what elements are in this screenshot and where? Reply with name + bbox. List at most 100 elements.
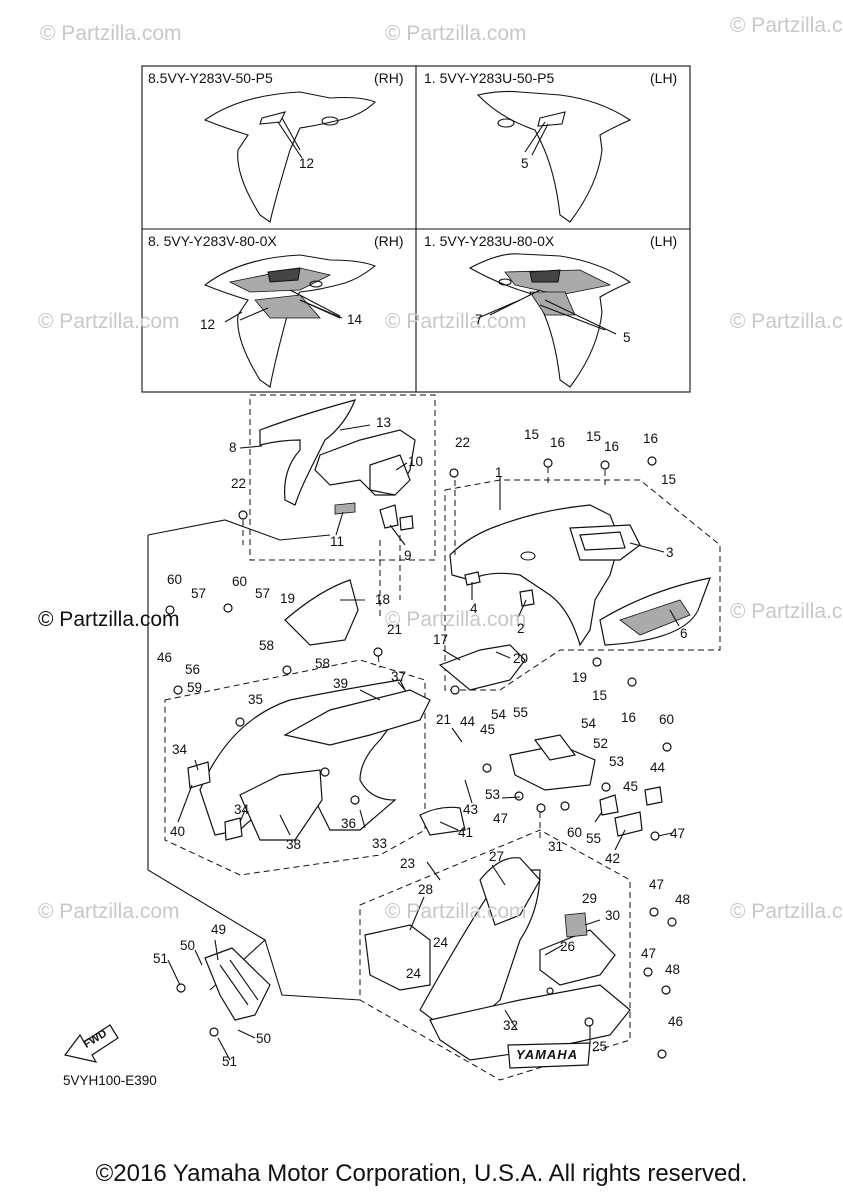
callout-58[interactable]: 58 bbox=[259, 638, 275, 653]
callout-50[interactable]: 50 bbox=[180, 938, 196, 953]
callout-40[interactable]: 40 bbox=[170, 824, 186, 839]
callout-53[interactable]: 53 bbox=[485, 787, 501, 802]
callout-15[interactable]: 15 bbox=[586, 429, 602, 444]
callout-5[interactable]: 5 bbox=[521, 156, 529, 171]
callout-45[interactable]: 45 bbox=[623, 779, 639, 794]
callout-12[interactable]: 12 bbox=[299, 156, 315, 171]
callout-41[interactable]: 41 bbox=[458, 825, 474, 840]
callout-48[interactable]: 48 bbox=[665, 962, 681, 977]
callout-39[interactable]: 39 bbox=[333, 676, 349, 691]
upper-fairing-lh bbox=[449, 504, 641, 647]
brackets-upper bbox=[284, 579, 526, 691]
callout-54[interactable]: 54 bbox=[581, 716, 597, 731]
callout-28[interactable]: 28 bbox=[418, 882, 434, 897]
callout-27[interactable]: 27 bbox=[489, 849, 505, 864]
callout-33[interactable]: 33 bbox=[372, 836, 388, 851]
callout-1[interactable]: 1 bbox=[495, 465, 503, 480]
callout-60[interactable]: 60 bbox=[167, 572, 183, 587]
callout-7[interactable]: 7 bbox=[475, 312, 483, 327]
callout-34[interactable]: 34 bbox=[234, 802, 250, 817]
callout-43[interactable]: 43 bbox=[463, 802, 479, 817]
callout-42[interactable]: 42 bbox=[605, 851, 621, 866]
callout-55[interactable]: 55 bbox=[586, 831, 602, 846]
diagram-code: 5VYH100-E390 bbox=[63, 1073, 157, 1088]
callout-32[interactable]: 32 bbox=[503, 1018, 519, 1033]
callout-47[interactable]: 47 bbox=[670, 826, 686, 841]
callout-14[interactable]: 14 bbox=[347, 312, 363, 327]
inset-code-lh-2: 1. 5VY-Y283U-80-0X bbox=[424, 233, 555, 249]
callout-45[interactable]: 45 bbox=[480, 722, 496, 737]
callout-22[interactable]: 22 bbox=[455, 435, 471, 450]
callout-9[interactable]: 9 bbox=[404, 548, 412, 563]
callout-49[interactable]: 49 bbox=[211, 922, 227, 937]
callout-4[interactable]: 4 bbox=[470, 601, 478, 616]
callout-19[interactable]: 19 bbox=[572, 670, 588, 685]
callout-30[interactable]: 30 bbox=[605, 908, 621, 923]
callout-47[interactable]: 47 bbox=[641, 946, 657, 961]
callout-53[interactable]: 53 bbox=[609, 754, 625, 769]
callout-60[interactable]: 60 bbox=[567, 825, 583, 840]
callout-51[interactable]: 51 bbox=[153, 951, 169, 966]
callout-46[interactable]: 46 bbox=[157, 650, 173, 665]
watermark-top-right: © Partzilla.com bbox=[730, 14, 843, 37]
callout-16[interactable]: 16 bbox=[550, 435, 566, 450]
callout-31[interactable]: 31 bbox=[548, 839, 564, 854]
callout-16[interactable]: 16 bbox=[621, 710, 637, 725]
callout-15[interactable]: 15 bbox=[592, 688, 608, 703]
callout-15[interactable]: 15 bbox=[661, 472, 677, 487]
callout-16[interactable]: 16 bbox=[604, 439, 620, 454]
callout-21[interactable]: 21 bbox=[387, 622, 403, 637]
callout-29[interactable]: 29 bbox=[582, 891, 598, 906]
inset-code-lh-1: 1. 5VY-Y283U-50-P5 bbox=[424, 70, 555, 86]
callout-37[interactable]: 37 bbox=[391, 669, 407, 684]
callout-12[interactable]: 12 bbox=[200, 317, 216, 332]
inset-fairing-lh-1 bbox=[476, 90, 632, 223]
callout-16[interactable]: 16 bbox=[643, 431, 659, 446]
callout-21[interactable]: 21 bbox=[436, 712, 452, 727]
callout-25[interactable]: 25 bbox=[592, 1039, 608, 1054]
callout-6[interactable]: 6 bbox=[680, 626, 688, 641]
callout-13[interactable]: 13 bbox=[376, 415, 392, 430]
callout-54[interactable]: 54 bbox=[491, 707, 507, 722]
callout-20[interactable]: 20 bbox=[513, 651, 529, 666]
callout-17[interactable]: 17 bbox=[433, 632, 449, 647]
callout-59[interactable]: 59 bbox=[187, 680, 203, 695]
callout-19[interactable]: 19 bbox=[280, 591, 296, 606]
callout-34[interactable]: 34 bbox=[172, 742, 188, 757]
callout-3[interactable]: 3 bbox=[666, 545, 674, 560]
callout-60[interactable]: 60 bbox=[659, 712, 675, 727]
callout-50[interactable]: 50 bbox=[256, 1031, 272, 1046]
callout-58[interactable]: 58 bbox=[315, 656, 331, 671]
callout-24[interactable]: 24 bbox=[406, 966, 422, 981]
callout-56[interactable]: 56 bbox=[185, 662, 201, 677]
callout-47[interactable]: 47 bbox=[649, 877, 665, 892]
callout-47[interactable]: 47 bbox=[493, 811, 509, 826]
callout-8[interactable]: 8 bbox=[229, 440, 237, 455]
callout-5[interactable]: 5 bbox=[623, 330, 631, 345]
callout-2[interactable]: 2 bbox=[517, 621, 525, 636]
callout-36[interactable]: 36 bbox=[341, 816, 357, 831]
callout-46[interactable]: 46 bbox=[668, 1014, 684, 1029]
callout-52[interactable]: 52 bbox=[593, 736, 609, 751]
callout-18[interactable]: 18 bbox=[375, 592, 391, 607]
callout-38[interactable]: 38 bbox=[286, 837, 302, 852]
callout-57[interactable]: 57 bbox=[191, 586, 207, 601]
upper-fairing-rh bbox=[259, 399, 416, 531]
callout-55[interactable]: 55 bbox=[513, 705, 529, 720]
callout-60[interactable]: 60 bbox=[232, 574, 248, 589]
callout-44[interactable]: 44 bbox=[460, 714, 476, 729]
watermark-mid-left: © Partzilla.com bbox=[38, 310, 180, 333]
callout-10[interactable]: 10 bbox=[408, 454, 424, 469]
callout-35[interactable]: 35 bbox=[248, 692, 264, 707]
callout-11[interactable]: 11 bbox=[330, 534, 345, 549]
callout-23[interactable]: 23 bbox=[400, 856, 416, 871]
callout-15[interactable]: 15 bbox=[524, 427, 540, 442]
callout-24[interactable]: 24 bbox=[433, 935, 449, 950]
callout-57[interactable]: 57 bbox=[255, 586, 271, 601]
watermark-center-middle: © Partzilla.com bbox=[385, 608, 527, 631]
callout-44[interactable]: 44 bbox=[650, 760, 666, 775]
callout-51[interactable]: 51 bbox=[222, 1054, 238, 1069]
callout-26[interactable]: 26 bbox=[560, 939, 576, 954]
callout-48[interactable]: 48 bbox=[675, 892, 691, 907]
callout-22[interactable]: 22 bbox=[231, 476, 247, 491]
